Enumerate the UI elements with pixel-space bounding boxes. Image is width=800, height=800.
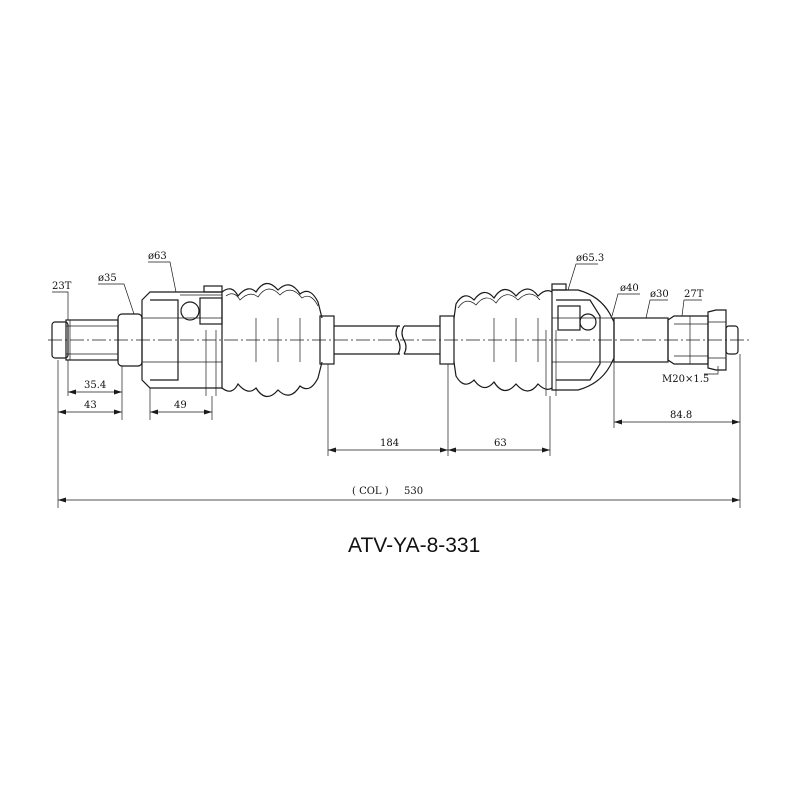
part-number-title: ATV-YA-8-331 [348,534,480,557]
inner-seal-diameter-label: ø35 [98,273,117,284]
dimension-lines [57,354,741,508]
outer-boot-length-dim: 63 [494,438,507,449]
inner-spline-label: 23T [52,281,72,292]
outer-boot [453,288,553,392]
outer-seal-diameter-label: ø40 [620,283,639,294]
intermediate-shaft [319,315,455,365]
inner-boot [221,282,323,398]
outer-stub-length-dim: 84.8 [670,410,692,421]
outer-housing-diameter-label: ø65.3 [576,253,604,264]
inner-stub-shaft [51,313,143,367]
inner-spline-length-dim: 35.4 [84,380,106,391]
inner-housing-diameter-label: ø63 [148,251,167,262]
outer-stub-shaft [613,309,739,371]
inner-boot-length-dim: 49 [174,400,187,411]
thread-label: M20×1.5 [662,374,709,385]
col-label: ( COL ) [352,486,389,497]
outer-spline-label: 27T [684,289,704,300]
shaft-length-dim: 184 [380,438,399,449]
overall-length-dim: 530 [404,486,423,497]
outer-stub-diameter-label: ø30 [650,289,669,300]
inner-stub-length-dim: 43 [84,400,97,411]
inner-cv-housing [141,285,223,396]
leaders [52,261,719,375]
